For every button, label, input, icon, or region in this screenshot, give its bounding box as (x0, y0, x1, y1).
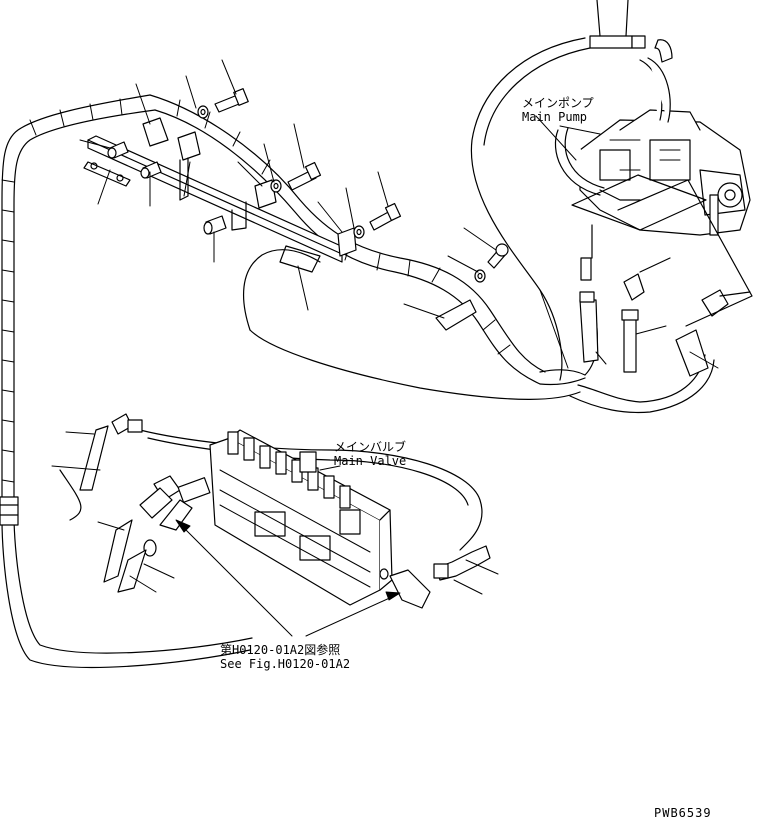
main-valve-label: メインバルブ Main Valve (334, 440, 406, 468)
main-valve-label-jp: メインバルブ (334, 440, 407, 454)
fasteners (108, 89, 508, 330)
main-pump-label-en: Main Pump (522, 110, 588, 124)
main-pump (555, 0, 750, 316)
reference-arrows (176, 520, 400, 636)
reference-note-en: See Fig.H0120-01A2 (220, 657, 351, 671)
hose-bundle-upper (150, 95, 585, 385)
valve-hoses (80, 414, 490, 608)
hose-right-loop (471, 38, 590, 380)
main-pump-label: メインポンプ Main Pump (522, 96, 594, 124)
main-valve-label-en: Main Valve (334, 454, 407, 468)
mounting-bracket (84, 118, 356, 272)
main-pump-label-jp: メインポンプ (522, 96, 594, 110)
drawing-id: PWB6539 (654, 806, 712, 820)
reference-note-jp: 第H0120-01A2図参照 (220, 643, 341, 657)
reference-note: 第H0120-01A2図参照 See Fig.H0120-01A2 (220, 643, 350, 671)
main-valve (210, 430, 392, 605)
long-hose-left-loop (0, 95, 252, 667)
leader-lines (52, 60, 718, 594)
pump-detail-frames (572, 175, 752, 326)
pump-hoses-right (580, 292, 708, 376)
hose-valve-loop (60, 250, 580, 550)
